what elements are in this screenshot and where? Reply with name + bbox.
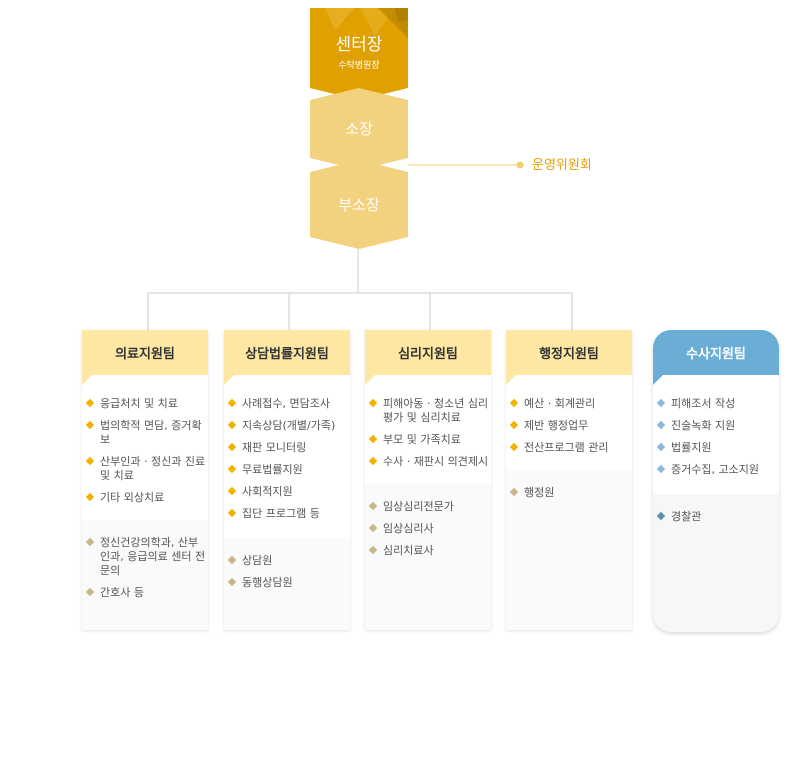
team-duties: 피해조서 작성 진술녹화 지원 법률지원 증거수집, 고소지원 [653,375,779,494]
staff-item: 경찰관 [653,510,779,524]
diamond-bullet-icon [656,464,666,474]
header-notch [506,375,516,385]
staff-item: 간호사 등 [82,586,208,600]
diamond-bullet-icon [656,442,666,452]
team-staff: 상담원 동행상담원 [224,538,350,598]
diamond-bullet-icon [227,420,237,430]
team-duties: 응급처치 및 치료 법의학적 면담, 증거확보 산부인과 · 정신과 진료 및 … [82,375,208,520]
duty-item: 진술녹화 지원 [653,419,779,433]
diamond-bullet-icon [227,508,237,518]
team-card-medical: 의료지원팀 응급처치 및 치료 법의학적 면담, 증거확보 산부인과 · 정신과… [82,330,208,630]
director-sub-label: 수탁병원장 [338,59,379,71]
diamond-bullet-icon [227,486,237,496]
duty-item: 제반 행정업무 [506,419,632,433]
diamond-bullet-icon [509,398,519,408]
diamond-bullet-icon [85,537,95,547]
team-duties: 예산 · 회계관리 제반 행정업무 전산프로그램 관리 [506,375,632,470]
diamond-bullet-icon [85,398,95,408]
duty-item: 사회적지원 [224,485,350,499]
team-title: 수사지원팀 [653,330,779,375]
duty-item: 예산 · 회계관리 [506,397,632,411]
header-notch [82,375,92,385]
team-title: 행정지원팀 [506,330,632,375]
head-box [310,88,408,170]
duty-item: 증거수집, 고소지원 [653,463,779,477]
diamond-bullet-icon [227,577,237,587]
staff-item: 심리치료사 [365,544,491,558]
duty-item: 응급처치 및 치료 [82,397,208,411]
staff-item: 임상심리사 [365,522,491,536]
diamond-bullet-icon [656,398,666,408]
team-staff: 경찰관 [653,494,779,532]
diamond-bullet-icon [85,587,95,597]
team-card-admin: 행정지원팀 예산 · 회계관리 제반 행정업무 전산프로그램 관리 행정원 [506,330,632,630]
diamond-bullet-icon [85,492,95,502]
diamond-bullet-icon [227,398,237,408]
diamond-bullet-icon [85,456,95,466]
team-title: 상담법률지원팀 [224,330,350,375]
diamond-bullet-icon [368,501,378,511]
diamond-bullet-icon [368,456,378,466]
header-notch [224,375,234,385]
team-card-psychology: 심리지원팀 피해아동 · 청소년 심리평가 및 심리치료 부모 및 가족치료 수… [365,330,491,630]
team-staff: 정신건강의학과, 산부인과, 응급의료 센터 전문의 간호사 등 [82,520,208,608]
director-label: 센터장 [336,35,383,55]
diamond-bullet-icon [368,523,378,533]
director-box [310,8,408,100]
diamond-bullet-icon [227,464,237,474]
duty-item: 무료법률지원 [224,463,350,477]
diamond-bullet-icon [509,442,519,452]
diamond-bullet-icon [509,420,519,430]
duty-item: 법률지원 [653,441,779,455]
duty-item: 법의학적 면담, 증거확보 [82,419,208,447]
diamond-bullet-icon [227,442,237,452]
duty-item: 전산프로그램 관리 [506,441,632,455]
duty-item: 수사 · 재판시 의견제시 [365,455,491,469]
duty-item: 부모 및 가족치료 [365,433,491,447]
duty-item: 집단 프로그램 등 [224,507,350,521]
team-card-investigation: 수사지원팀 피해조서 작성 진술녹화 지원 법률지원 증거수집, 고소지원 경찰… [653,330,779,632]
staff-item: 행정원 [506,486,632,500]
staff-item: 정신건강의학과, 산부인과, 응급의료 센터 전문의 [82,536,208,578]
staff-item: 상담원 [224,554,350,568]
header-notch [653,375,663,385]
duty-item: 사례접수, 면담조사 [224,397,350,411]
team-title: 심리지원팀 [365,330,491,375]
duty-item: 산부인과 · 정신과 진료 및 치료 [82,455,208,483]
diamond-bullet-icon [85,420,95,430]
duty-item: 피해아동 · 청소년 심리평가 및 심리치료 [365,397,491,425]
duty-item: 재판 모니터링 [224,441,350,455]
team-duties: 피해아동 · 청소년 심리평가 및 심리치료 부모 및 가족치료 수사 · 재판… [365,375,491,484]
deputy-box [310,160,408,249]
committee-dot [516,161,524,169]
duty-item: 지속상담(개별/가족) [224,419,350,433]
staff-item: 임상심리전문가 [365,500,491,514]
team-title: 의료지원팀 [82,330,208,375]
team-staff: 행정원 [506,470,632,508]
duty-item: 피해조서 작성 [653,397,779,411]
staff-item: 동행상담원 [224,576,350,590]
diamond-bullet-icon [368,434,378,444]
team-duties: 사례접수, 면담조사 지속상담(개별/가족) 재판 모니터링 무료법률지원 사회… [224,375,350,538]
diamond-bullet-icon [656,420,666,430]
duty-item: 기타 외상치료 [82,491,208,505]
head-label: 소장 [345,120,373,138]
header-notch [365,375,375,385]
team-card-counseling-legal: 상담법률지원팀 사례접수, 면담조사 지속상담(개별/가족) 재판 모니터링 무… [224,330,350,630]
diamond-bullet-icon [368,545,378,555]
team-staff: 임상심리전문가 임상심리사 심리치료사 [365,484,491,566]
committee-label: 운영위원회 [532,158,592,173]
diamond-bullet-icon [656,511,666,521]
diamond-bullet-icon [368,398,378,408]
diamond-bullet-icon [509,487,519,497]
deputy-label: 부소장 [338,196,380,214]
diamond-bullet-icon [227,555,237,565]
